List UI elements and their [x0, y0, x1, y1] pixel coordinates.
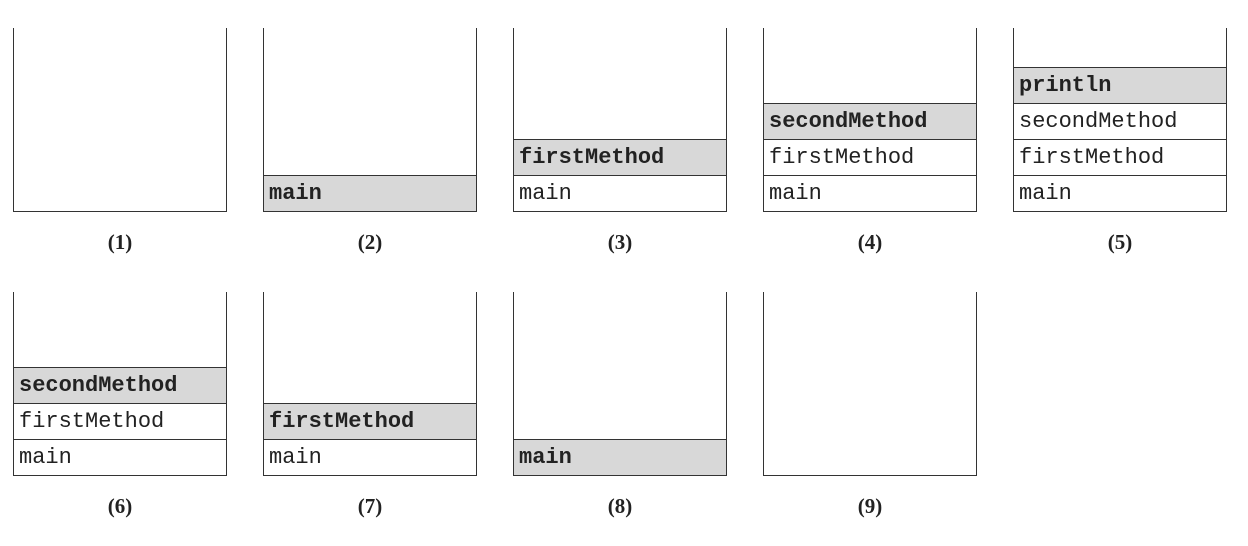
stack-frame: secondMethod	[1014, 103, 1226, 139]
active-stack-frame: main	[514, 439, 726, 475]
stack-caption: (1)	[107, 230, 133, 254]
stack-frame: main	[14, 439, 226, 475]
stack-frame: main	[764, 175, 976, 211]
stack-frame: main	[514, 175, 726, 211]
active-stack-frame: println	[1014, 67, 1226, 103]
stack-8: main	[513, 292, 727, 476]
active-stack-frame: secondMethod	[14, 367, 226, 403]
active-stack-frame: main	[264, 175, 476, 211]
stack-caption: (3)	[607, 230, 633, 254]
stack-caption: (9)	[857, 494, 883, 518]
stack-caption: (7)	[357, 494, 383, 518]
stack-caption: (4)	[857, 230, 883, 254]
stack-caption: (2)	[357, 230, 383, 254]
stack-9	[763, 292, 977, 476]
stack-frame: main	[1014, 175, 1226, 211]
stack-caption: (5)	[1107, 230, 1133, 254]
stack-frames: main	[514, 439, 726, 475]
active-stack-frame: secondMethod	[764, 103, 976, 139]
stack-frame: main	[264, 439, 476, 475]
stack-frame: firstMethod	[1014, 139, 1226, 175]
stack-frame: firstMethod	[14, 403, 226, 439]
stack-caption: (8)	[607, 494, 633, 518]
active-stack-frame: firstMethod	[514, 139, 726, 175]
stack-caption: (6)	[107, 494, 133, 518]
stack-2: main	[263, 28, 477, 212]
stack-1	[13, 28, 227, 212]
stack-frame: firstMethod	[764, 139, 976, 175]
active-stack-frame: firstMethod	[264, 403, 476, 439]
stack-frames: main	[264, 175, 476, 211]
